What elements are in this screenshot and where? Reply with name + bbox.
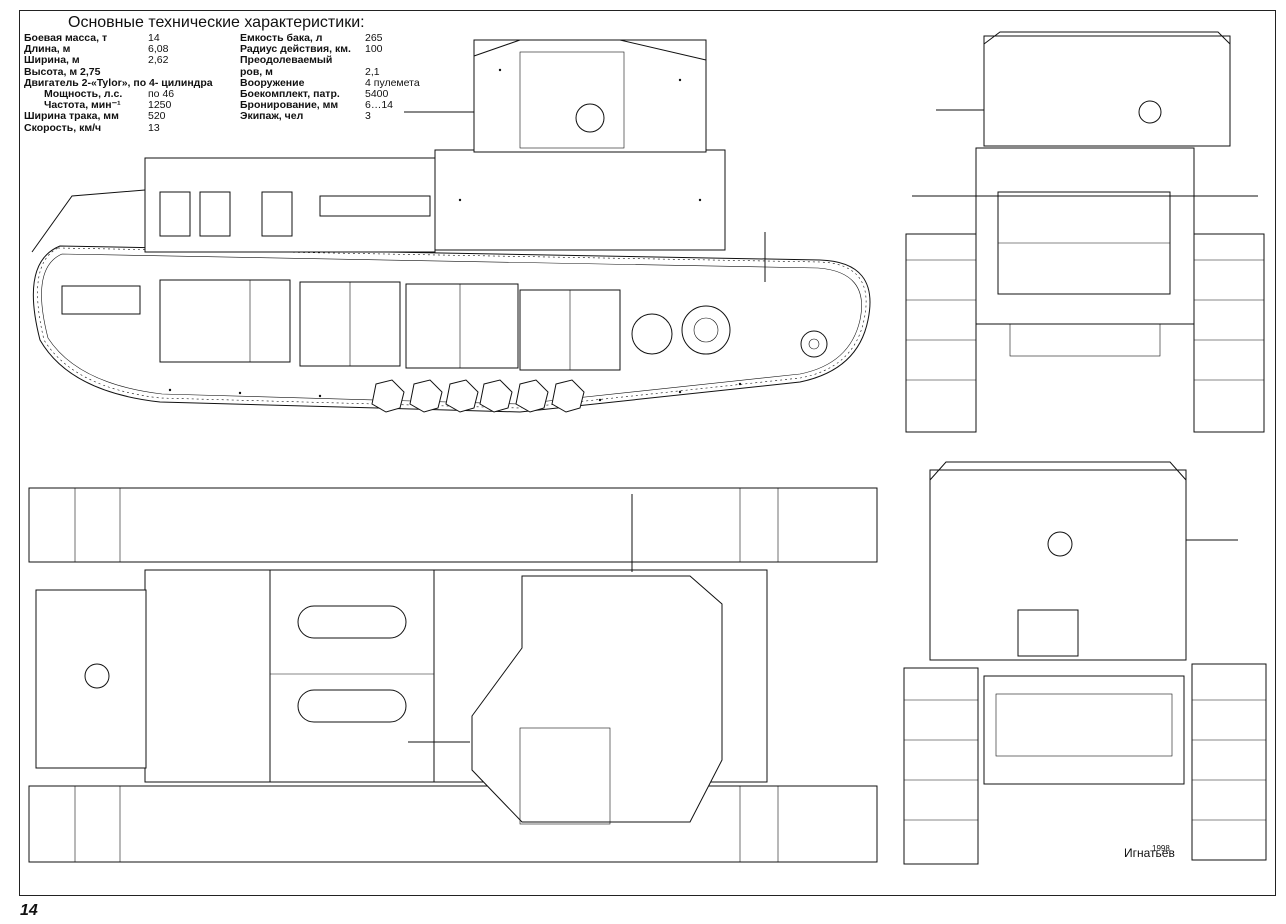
spec-label: Ширина трака, мм [24, 110, 119, 123]
spec-label: Экипаж, чел [240, 110, 304, 123]
rear-door [1017, 609, 1079, 657]
spec-value: 6…14 [365, 99, 394, 112]
spec-value: 14 [148, 32, 160, 44]
rear-hub-center [808, 338, 820, 350]
author-signature: Игнатьев [1124, 846, 1175, 860]
drive-sprocket [681, 305, 731, 355]
top-hatch-slot [297, 689, 407, 723]
rivets [168, 68, 742, 402]
spec-label: Преодолеваемый [240, 54, 333, 67]
spec-label: Длина, м [24, 43, 71, 56]
top-turret-hatch [519, 727, 611, 825]
road-wheel [445, 379, 479, 413]
road-wheel [551, 379, 585, 413]
unditching-rail [31, 189, 146, 253]
spec-value: 4 пулемета [365, 76, 420, 89]
track-adjuster [61, 285, 141, 315]
front-turret [983, 35, 1231, 147]
spec-label: Бронирование, мм [240, 99, 339, 112]
front-mg-mount [1138, 100, 1162, 124]
louvre [261, 191, 293, 237]
exhaust-pipe [319, 195, 431, 217]
side-track-outer [32, 245, 871, 413]
turret [473, 39, 707, 153]
spec-value: 520 [148, 110, 166, 123]
rear-hull [983, 675, 1185, 785]
spec-value: по 46 [148, 87, 175, 100]
rear-track-lines [904, 699, 1266, 821]
rear-view [903, 461, 1267, 865]
top-track-right [28, 785, 878, 863]
road-wheel [371, 379, 405, 413]
top-rear-hatch [84, 663, 110, 689]
spec-label: Радиус действия, км. [240, 43, 351, 56]
rear-plate [995, 693, 1173, 757]
spec-label: Частота, мин⁻¹ [44, 99, 121, 112]
road-wheel [479, 379, 513, 413]
drawing-frame [19, 10, 1276, 896]
louvre [199, 191, 231, 237]
spec-label: Мощность, л.с. [44, 87, 123, 100]
rear-hub [800, 330, 828, 358]
side-panel [159, 279, 291, 363]
side-track-links [37, 247, 867, 409]
spec-value: 5400 [365, 87, 389, 100]
road-wheel [515, 379, 549, 413]
rear-track-right [1191, 663, 1267, 861]
front-track-lines [906, 259, 1264, 381]
top-view [28, 487, 878, 863]
spec-value: 6,08 [148, 43, 169, 56]
spec-value: 2,62 [148, 54, 169, 67]
louvre [159, 191, 191, 237]
mg-ball-mount [575, 103, 605, 133]
signature-year: 1998 [1152, 844, 1170, 853]
front-track-left [905, 233, 977, 433]
spec-label: Вооружение [240, 76, 305, 89]
spec-value: 3 [365, 110, 371, 123]
spec-label: Скорость, км/ч [24, 121, 102, 134]
top-track-left [28, 487, 878, 563]
spec-value: 13 [148, 121, 160, 134]
front-belly [1009, 323, 1161, 357]
front-track-right [1193, 233, 1265, 433]
turret-roof [473, 39, 707, 61]
rear-turret-roof [929, 461, 1187, 481]
page-number: 14 [20, 902, 38, 919]
hatch-round [631, 313, 673, 355]
top-turret [471, 575, 723, 823]
spec-label: ров, м [240, 65, 273, 78]
rear-mg-mount [1047, 531, 1073, 557]
top-engine-deck [269, 569, 435, 783]
spec-value: 1250 [148, 99, 172, 112]
spec-label: Ширина, м [24, 54, 80, 67]
rear-track-left [903, 667, 979, 865]
front-turret-roof [983, 31, 1231, 45]
turret-front-plate [519, 51, 625, 149]
side-view [31, 39, 871, 413]
spec-label: Емкость бака, л [240, 32, 323, 44]
drive-sprocket-hub [693, 317, 719, 343]
side-track-inner [41, 253, 862, 405]
spec-label: Двигатель 2-«Tylor», по 4- цилиндра [24, 76, 213, 89]
top-track-grousers [74, 488, 779, 862]
side-panel [405, 283, 519, 369]
hull-body [434, 149, 726, 251]
spec-value: 265 [365, 32, 383, 44]
spec-label: Высота, м 2,75 [24, 65, 101, 78]
specs-title: Основные технические характеристики: [68, 14, 365, 31]
top-hatch-slot [297, 605, 407, 639]
road-wheel [409, 379, 443, 413]
spec-label: Боевая масса, т [24, 32, 108, 44]
spec-value: 2,1 [365, 65, 380, 78]
spec-value: 100 [365, 43, 383, 56]
front-view [905, 31, 1265, 433]
spec-label: Боекомплект, патр. [240, 87, 340, 100]
